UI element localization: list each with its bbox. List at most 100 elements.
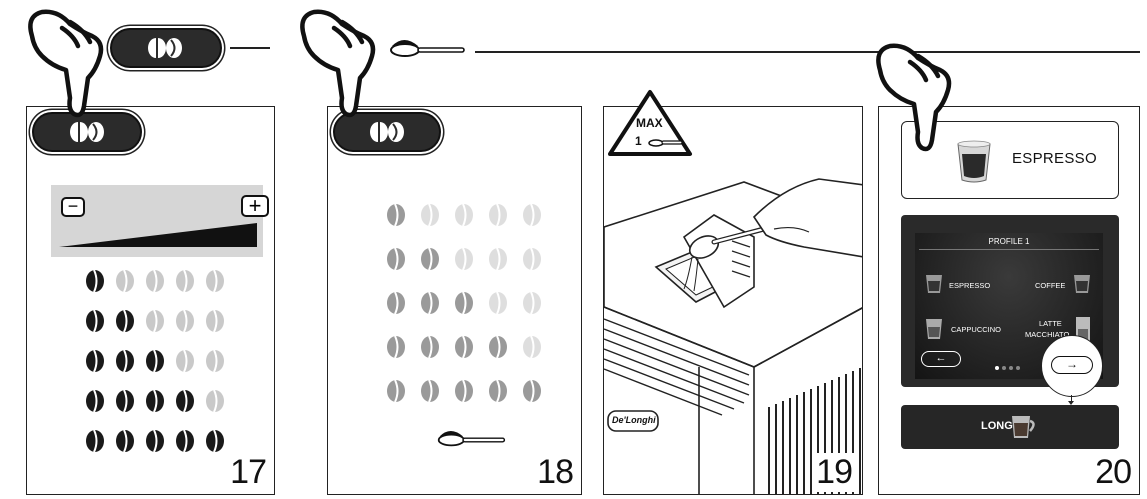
profile-title: PROFILE 1 xyxy=(988,237,1030,246)
bean-dark xyxy=(146,349,164,373)
coffee-beans-icon xyxy=(370,122,404,142)
max-label: MAX xyxy=(636,116,663,130)
selected-drink-label: ESPRESSO xyxy=(1012,150,1097,167)
minus-button[interactable]: − xyxy=(61,197,85,217)
coffee-cup-icon xyxy=(1074,275,1090,293)
bean-light xyxy=(206,269,224,293)
bean-light xyxy=(176,269,194,293)
coffee-beans-icon xyxy=(148,38,182,58)
next-button-highlight[interactable]: → xyxy=(1041,335,1103,397)
max-warning-sign: MAX 1 xyxy=(606,88,694,158)
bean-light xyxy=(116,269,134,293)
bean-mid xyxy=(387,291,405,315)
bean-dark xyxy=(86,309,104,333)
long-drink-button[interactable]: LONG xyxy=(901,405,1119,449)
bean-dark xyxy=(176,389,194,413)
bean-mid xyxy=(421,379,439,403)
pointing-hand-icon xyxy=(28,9,104,118)
bean-dark xyxy=(116,349,134,373)
minus-label: − xyxy=(67,196,79,216)
back-button[interactable]: ← xyxy=(921,351,961,367)
pointing-hand-icon xyxy=(300,9,376,118)
panel-19: De'Longhi 19 xyxy=(603,106,863,495)
bean-dark xyxy=(146,389,164,413)
down-arrow-icon xyxy=(1071,395,1072,403)
connector-line-long xyxy=(475,51,1140,53)
bean-mid xyxy=(489,379,507,403)
bean-dark xyxy=(86,349,104,373)
down-arrow-head xyxy=(1068,401,1074,405)
top-strip xyxy=(0,0,1147,100)
next-button[interactable]: → xyxy=(1051,356,1093,374)
connector-line xyxy=(230,47,270,49)
bean-pale xyxy=(455,247,473,271)
bean-mid xyxy=(387,335,405,359)
bean-mid xyxy=(387,379,405,403)
bean-light xyxy=(206,349,224,373)
selected-drink-card[interactable]: ESPRESSO xyxy=(901,121,1119,199)
pointing-hand-icon xyxy=(876,43,952,152)
bean-light xyxy=(146,269,164,293)
bean-dark xyxy=(116,309,134,333)
bean-mid xyxy=(455,291,473,315)
panel-number: 20 xyxy=(1095,453,1132,491)
bean-light xyxy=(146,309,164,333)
bean-dark xyxy=(86,429,104,453)
aroma-button-top[interactable] xyxy=(110,28,222,68)
bean-grid-18 xyxy=(387,203,541,403)
bean-light xyxy=(206,389,224,413)
panel-number: 18 xyxy=(537,453,574,491)
bean-pale xyxy=(421,203,439,227)
bean-mid xyxy=(489,335,507,359)
bean-mid xyxy=(387,203,405,227)
drink-latte-line1[interactable]: LATTE xyxy=(1039,319,1062,328)
bean-pale xyxy=(489,203,507,227)
drink-cappuccino[interactable]: CAPPUCCINO xyxy=(951,325,1002,334)
panel-20: ESPRESSO PROFILE 1 ESPRESSO COFFEE CAPPU… xyxy=(878,106,1140,495)
bean-mid xyxy=(455,379,473,403)
bean-pale xyxy=(489,291,507,315)
warning-triangle-icon xyxy=(608,90,692,156)
drink-espresso[interactable]: ESPRESSO xyxy=(949,281,991,290)
bean-pale xyxy=(523,203,541,227)
plus-button[interactable]: + xyxy=(241,195,269,217)
bean-mid xyxy=(421,247,439,271)
profile-divider xyxy=(919,249,1099,250)
panel-number: 17 xyxy=(230,453,267,491)
bean-light xyxy=(206,309,224,333)
bean-dark xyxy=(176,429,194,453)
bean-dark xyxy=(116,389,134,413)
aroma-button-18[interactable] xyxy=(333,112,441,152)
bean-grid-17 xyxy=(86,269,224,453)
bean-dark xyxy=(116,429,134,453)
long-coffee-cup-icon xyxy=(1012,416,1035,438)
measuring-spoon-icon xyxy=(437,431,506,447)
bean-pale xyxy=(523,247,541,271)
bean-mid xyxy=(523,379,541,403)
bean-pale xyxy=(455,203,473,227)
back-arrow-icon: ← xyxy=(935,352,947,364)
bean-dark xyxy=(86,389,104,413)
bean-dark xyxy=(86,269,104,293)
bean-mid xyxy=(455,335,473,359)
brand-logo: De'Longhi xyxy=(612,415,656,425)
bean-pale xyxy=(489,247,507,271)
espresso-cup-icon xyxy=(926,275,942,293)
drink-latte-line2[interactable]: MACCHIATO xyxy=(1025,330,1070,339)
machine-illustration xyxy=(604,178,862,494)
bean-mid xyxy=(387,247,405,271)
aroma-button-17[interactable] xyxy=(32,112,142,152)
panel-number: 19 xyxy=(814,453,854,492)
max-quantity: 1 xyxy=(635,134,642,148)
bean-dark xyxy=(146,429,164,453)
plus-label: + xyxy=(248,193,262,218)
panel-18: 18 xyxy=(327,106,582,495)
page-dots xyxy=(995,357,1020,375)
bean-mid xyxy=(421,291,439,315)
bean-light xyxy=(176,349,194,373)
panel-17: − + 17 xyxy=(26,106,275,495)
long-label: LONG xyxy=(981,420,1013,432)
strength-wedge xyxy=(59,223,257,247)
strength-slider[interactable]: − + xyxy=(51,185,269,257)
drink-coffee[interactable]: COFFEE xyxy=(1035,281,1066,290)
